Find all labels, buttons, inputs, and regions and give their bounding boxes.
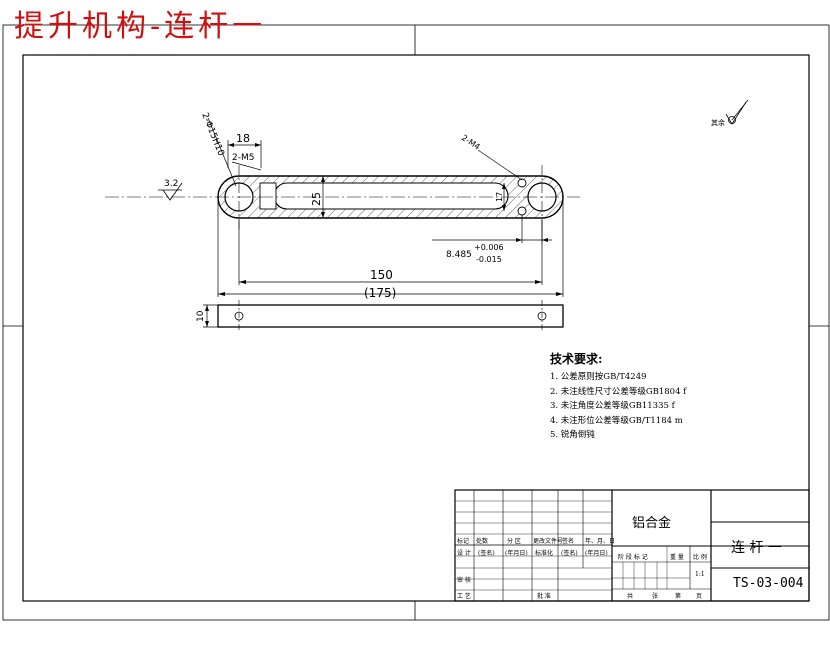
tb-hdr1-5: 年、月、日 bbox=[585, 538, 616, 545]
tb-hdr1-0: 标记 bbox=[457, 538, 470, 545]
dim-m4: 2-M4 bbox=[460, 133, 482, 151]
tb-hdr2-3: 标准化 bbox=[535, 550, 554, 557]
dim-17: 17 bbox=[495, 192, 504, 202]
tech-heading: 技术要求: bbox=[550, 352, 603, 366]
outer-frame bbox=[2, 24, 830, 621]
tb-hdr1-2: 分 区 bbox=[507, 538, 521, 545]
tb-scale-value: 1:1 bbox=[695, 571, 705, 578]
title-block-grid bbox=[454, 489, 810, 602]
dim-175: (175) bbox=[364, 286, 396, 300]
tb-part-name: 连 杆 一 bbox=[731, 540, 782, 556]
dim-25: 25 bbox=[310, 192, 323, 206]
tb-hdr2-1: (签名) bbox=[478, 550, 495, 557]
tech-item: 4. 未注形位公差等级GB/T1184 m bbox=[550, 415, 683, 426]
tb-process: 工 艺 bbox=[457, 593, 471, 600]
dim-150: 150 bbox=[370, 268, 393, 282]
tb-sheet-total: 共 bbox=[627, 593, 634, 600]
tb-sheet-unit1: 张 bbox=[652, 593, 659, 600]
tech-item: 5. 锐角倒钝 bbox=[550, 430, 595, 440]
inner-frame bbox=[22, 54, 810, 602]
dim-18: 18 bbox=[236, 132, 250, 145]
tb-hdr2-0: 设 计 bbox=[457, 550, 471, 557]
dim-m5: 2-M5 bbox=[232, 153, 254, 163]
rest-label: 其余 bbox=[711, 118, 725, 127]
tb-hdr1-4: 签名 bbox=[562, 538, 575, 545]
tb-sheet-no: 第 bbox=[675, 593, 682, 600]
tb-hdr1-1: 处数 bbox=[476, 538, 489, 545]
tb-sheet-unit2: 页 bbox=[696, 593, 703, 600]
tb-approve: 批 准 bbox=[537, 593, 551, 600]
tb-hdr2-2: (年月日) bbox=[505, 550, 528, 557]
technical-requirements: 技术要求: 1. 公差原则按GB/T4249 2. 未注线性尺寸公差等级GB18… bbox=[550, 350, 686, 443]
tb-hdr2-4: (签名) bbox=[561, 550, 578, 557]
tech-item: 1. 公差原则按GB/T4249 bbox=[550, 372, 647, 382]
dim-tol-upper: +0.006 bbox=[474, 243, 504, 252]
dim-tol-base: 8.485 bbox=[446, 250, 472, 260]
drawing-title: 提升机构-连杆一 bbox=[14, 9, 267, 44]
link-side-view bbox=[217, 300, 564, 332]
dim-tol-lower: -0.015 bbox=[476, 255, 502, 264]
dim-10: 10 bbox=[196, 310, 206, 322]
rest-roughness-symbol bbox=[725, 101, 747, 125]
tb-check: 审 核 bbox=[457, 577, 471, 584]
tech-item: 3. 未注角度公差等级GB11335 f bbox=[550, 401, 675, 411]
tb-weight-label: 重 量 bbox=[670, 554, 684, 561]
tb-scale-label: 比 例 bbox=[693, 554, 707, 561]
tb-stage-label: 阶 段 标 记 bbox=[618, 554, 648, 561]
tb-material: 铝合金 bbox=[632, 516, 672, 531]
tb-hdr2-5: (年月日) bbox=[585, 550, 608, 557]
roughness-symbol bbox=[158, 182, 183, 201]
tech-item: 2. 未注线性尺寸公差等级GB1804 f bbox=[550, 386, 687, 397]
hole-callout-label: 2-Φ15H10 bbox=[199, 111, 226, 157]
link-front-view bbox=[105, 165, 580, 232]
tb-drawing-no: TS-03-004 bbox=[733, 576, 804, 591]
tb-hdr1-3: 更改文件号 bbox=[533, 538, 564, 545]
roughness-value: 3.2 bbox=[164, 179, 178, 189]
